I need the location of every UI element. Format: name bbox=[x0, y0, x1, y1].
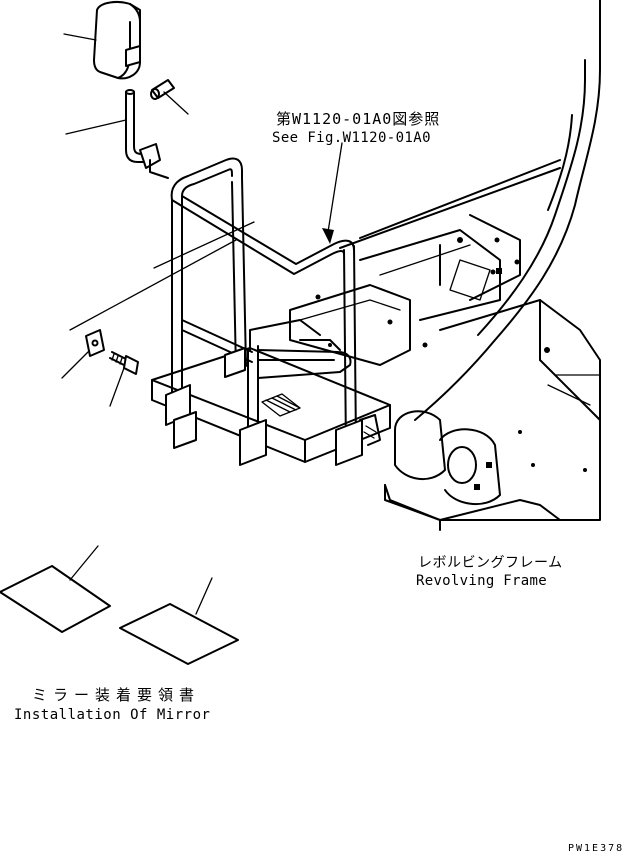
frame-label-jp: レボルビングフレーム bbox=[418, 555, 563, 571]
revolving-frame bbox=[289, 0, 601, 531]
leader-lines bbox=[61, 33, 343, 615]
bracket-part bbox=[85, 329, 105, 357]
bolt-part bbox=[109, 351, 139, 375]
instruction-sheet-2 bbox=[119, 603, 239, 665]
handrail-platform bbox=[151, 157, 391, 466]
mirror-part bbox=[93, 1, 141, 80]
manual-label-en: Installation Of Mirror bbox=[14, 707, 210, 723]
instruction-sheet-1 bbox=[0, 565, 111, 633]
reference-label-jp: 第W1120-01A0図参照 bbox=[276, 110, 440, 128]
drawing-code: PW1E378 bbox=[568, 843, 624, 854]
rubber-cap-part bbox=[150, 79, 175, 100]
frame-label-en: Revolving Frame bbox=[416, 573, 547, 589]
reference-label-en: See Fig.W1120-01A0 bbox=[272, 130, 431, 146]
mirror-stay-part bbox=[125, 89, 169, 179]
manual-label-jp: ミラー装着要領書 bbox=[32, 686, 200, 704]
